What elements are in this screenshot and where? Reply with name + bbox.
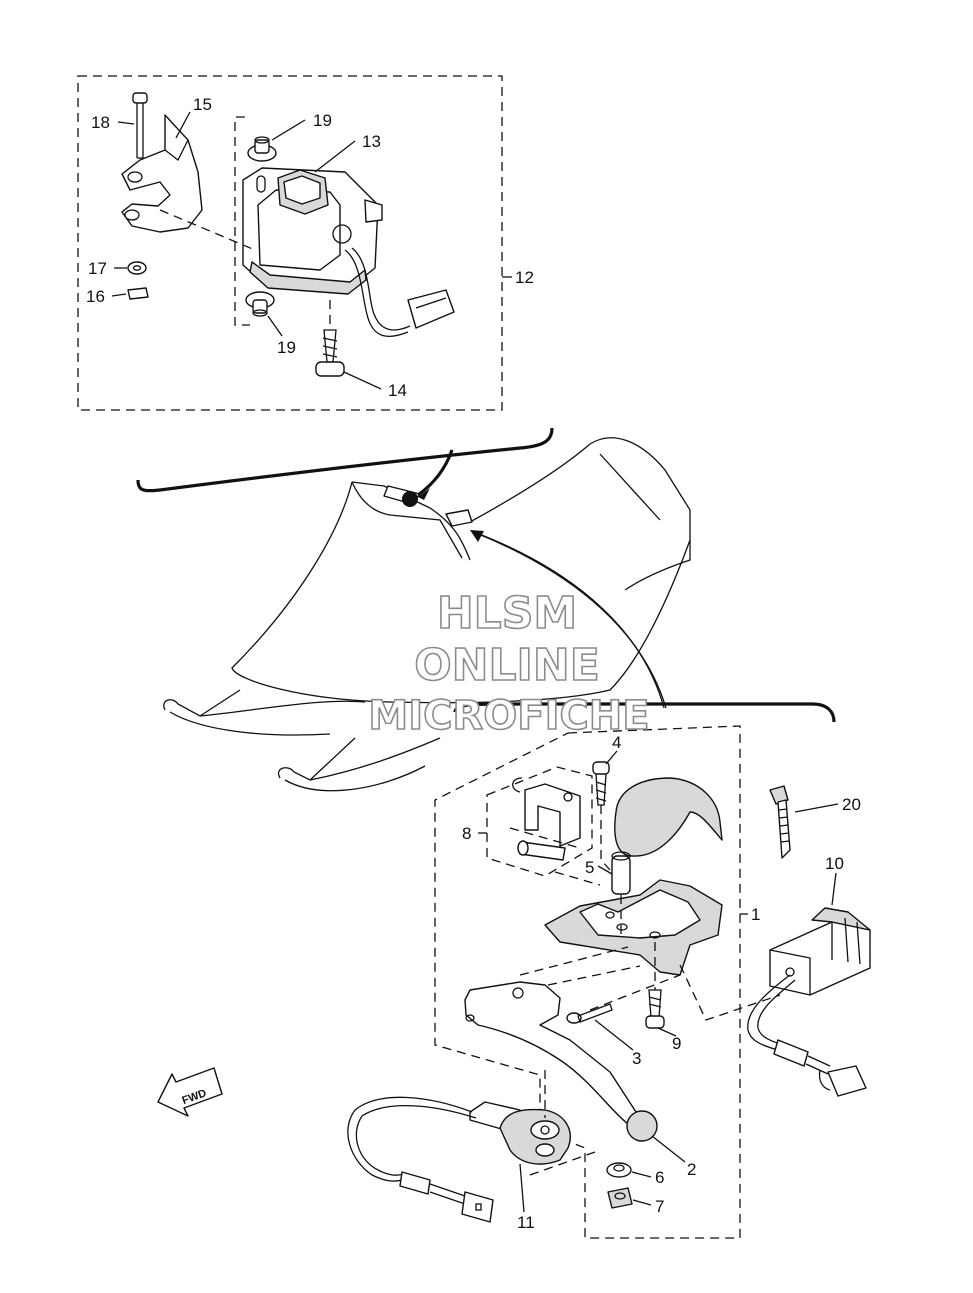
- bracket-15: [121, 114, 203, 233]
- callout-20: 20: [842, 795, 861, 814]
- grommet-19-upper: [247, 136, 277, 162]
- nut-7: [607, 1187, 633, 1209]
- watermark-line-2: ONLINE: [414, 640, 600, 691]
- callout-15: 15: [193, 95, 212, 114]
- watermark: HLSM ONLINE MICROFICHE: [368, 587, 651, 740]
- callout-11: 11: [517, 1213, 535, 1232]
- callout-13: 13: [362, 132, 381, 151]
- washer-17: [127, 261, 147, 275]
- callout-18: 18: [91, 113, 110, 132]
- cable-tie-20: 20: [769, 785, 861, 859]
- assembly-8-boundary: [486, 766, 593, 877]
- callout-7: 7: [655, 1197, 664, 1216]
- callout-1: 1: [751, 905, 760, 924]
- callout-19-lower: 19: [277, 338, 296, 357]
- watermark-line-1: HLSM: [437, 588, 577, 639]
- callout-8: 8: [462, 824, 471, 843]
- callout-16: 16: [86, 287, 105, 306]
- assembly-1-group: 4 8 5 1 3 9 2 6 7 11: [347, 725, 781, 1239]
- callout-6: 6: [655, 1168, 664, 1187]
- lever-cover: [614, 777, 723, 857]
- fwd-direction-arrow: FWD: [157, 1067, 223, 1117]
- watermark-line-3: MICROFICHE: [368, 693, 649, 739]
- callout-12: 12: [515, 268, 534, 287]
- callout-3: 3: [632, 1049, 641, 1068]
- callout-5: 5: [585, 858, 594, 877]
- bolt-4: [592, 761, 610, 806]
- snowmobile-outline: [136, 427, 691, 792]
- switch-10: 10: [747, 854, 871, 1097]
- bolt-9: [645, 989, 665, 1029]
- callout-14: 14: [388, 381, 407, 400]
- callout-17: 17: [88, 259, 107, 278]
- screw-14: [315, 329, 345, 377]
- unit-13: [242, 167, 455, 338]
- callout-9: 9: [672, 1034, 681, 1053]
- brake-lever-2: [464, 981, 637, 1125]
- screw-3: [566, 1003, 613, 1024]
- assembly-12-group: 18 15 19 13 17 16 12 19 14: [77, 75, 534, 411]
- callout-10: 10: [825, 854, 844, 873]
- callout-2: 2: [687, 1160, 696, 1179]
- hood-mount-marker: [402, 491, 418, 507]
- nut-16: [127, 287, 149, 300]
- callout-19-upper: 19: [313, 111, 332, 130]
- grommet-19-lower: [245, 291, 275, 317]
- switch-11: [347, 1096, 571, 1223]
- collar-5: [611, 851, 631, 895]
- assembly-12-boundary: [77, 75, 503, 411]
- bolt-18: [132, 92, 148, 159]
- washer-6: [606, 1162, 632, 1178]
- callout-4: 4: [612, 733, 621, 752]
